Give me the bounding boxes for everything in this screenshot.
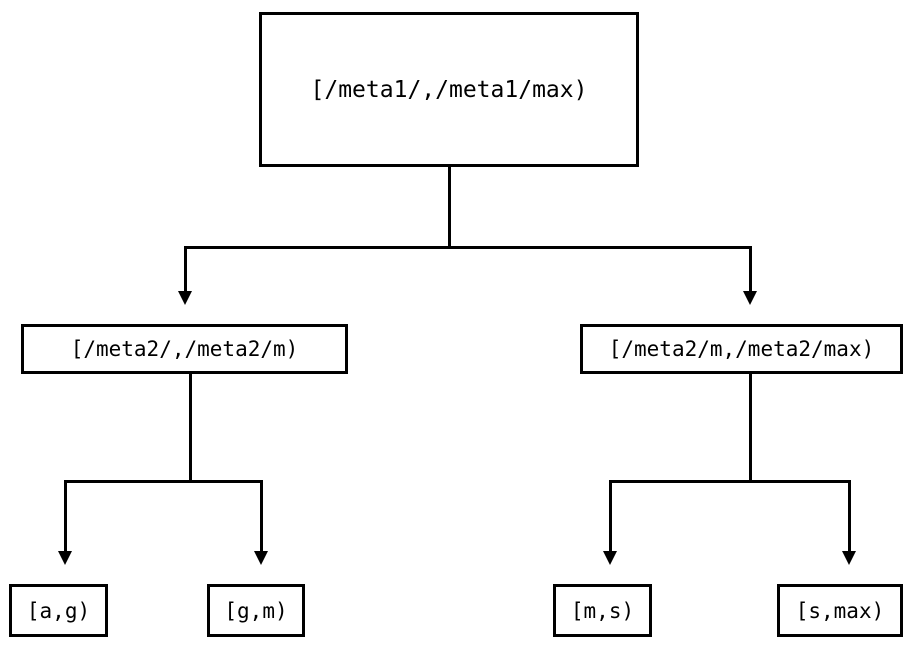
tree-leaf-ms-label: [m,s) — [570, 598, 635, 623]
edge-l2-left-trunk — [189, 374, 192, 483]
arrowhead-icon-to-leaf-gm — [254, 551, 268, 565]
tree-leaf-ag[interactable]: [a,g) — [9, 584, 108, 637]
tree-leaf-gm[interactable]: [g,m) — [207, 584, 305, 637]
tree-node-l2-right[interactable]: [/meta2/m,/meta2/max) — [580, 324, 903, 374]
tree-leaf-ag-label: [a,g) — [26, 598, 91, 623]
edge-l2-left-bus — [64, 480, 263, 483]
tree-node-l2-left-label: [/meta2/,/meta2/m) — [70, 337, 299, 361]
edge-to-leaf-ms-drop — [609, 480, 612, 552]
edge-root-to-l2-right-drop — [749, 246, 752, 292]
edge-to-leaf-gm-drop — [260, 480, 263, 552]
edge-to-leaf-ag-drop — [64, 480, 67, 552]
edge-root-trunk — [448, 167, 451, 249]
tree-node-root[interactable]: [/meta1/,/meta1/max) — [259, 12, 639, 167]
arrowhead-icon-to-leaf-smax — [842, 551, 856, 565]
edge-to-leaf-smax-drop — [848, 480, 851, 552]
edge-l2-right-bus — [609, 480, 851, 483]
tree-node-l2-left[interactable]: [/meta2/,/meta2/m) — [21, 324, 348, 374]
arrowhead-icon-to-l2-left — [178, 291, 192, 305]
tree-node-l2-right-label: [/meta2/m,/meta2/max) — [608, 337, 875, 361]
arrowhead-icon-to-leaf-ag — [58, 551, 72, 565]
tree-leaf-ms[interactable]: [m,s) — [553, 584, 652, 637]
arrowhead-icon-to-leaf-ms — [603, 551, 617, 565]
tree-leaf-gm-label: [g,m) — [224, 598, 288, 623]
edge-root-bus — [184, 246, 752, 249]
tree-leaf-smax-label: [s,max) — [795, 598, 885, 623]
tree-leaf-smax[interactable]: [s,max) — [777, 584, 903, 637]
arrowhead-icon-to-l2-right — [743, 291, 757, 305]
edge-l2-right-trunk — [749, 374, 752, 483]
tree-node-root-label: [/meta1/,/meta1/max) — [310, 76, 588, 103]
edge-root-to-l2-left-drop — [184, 246, 187, 292]
